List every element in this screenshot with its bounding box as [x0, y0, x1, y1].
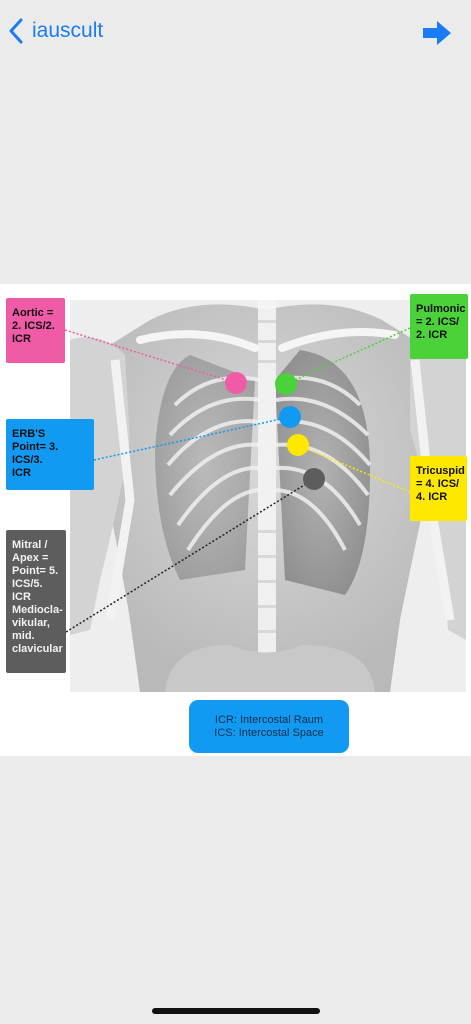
home-indicator[interactable]	[152, 1008, 320, 1014]
aortic-point[interactable]	[225, 372, 247, 394]
pulmonic-line	[285, 327, 411, 385]
pulmonic-point[interactable]	[275, 373, 297, 395]
mitral-point[interactable]	[303, 468, 325, 490]
tricuspid-point[interactable]	[287, 434, 309, 456]
legend-icr: ICR: Intercostal Raum	[214, 713, 324, 726]
aortic-label: Aortic =2. ICS/2.ICR	[6, 298, 65, 363]
anatomy-illustration	[70, 300, 466, 692]
erbs-line	[93, 416, 291, 461]
back-button[interactable]: iauscult	[8, 18, 103, 44]
legend-ics: ICS: Intercostal Space	[214, 726, 324, 739]
erbs-point[interactable]	[279, 406, 301, 428]
back-label: iauscult	[32, 19, 104, 42]
arrow-right-icon	[423, 21, 451, 45]
forward-button[interactable]	[423, 21, 451, 50]
tricuspid-label: Tricuspid= 4. ICS/4. ICR	[410, 456, 467, 521]
chest-anatomy-image	[70, 300, 466, 692]
navigation-bar: iauscult	[0, 0, 471, 66]
pulmonic-label: Pulmonic= 2. ICS/2. ICR	[410, 294, 468, 359]
tricuspid-line	[297, 444, 411, 493]
mitral-line	[65, 478, 315, 633]
chevron-left-icon	[9, 18, 23, 44]
abbreviation-legend: ICR: Intercostal Raum ICS: Intercostal S…	[189, 700, 349, 753]
aortic-line	[64, 329, 237, 384]
